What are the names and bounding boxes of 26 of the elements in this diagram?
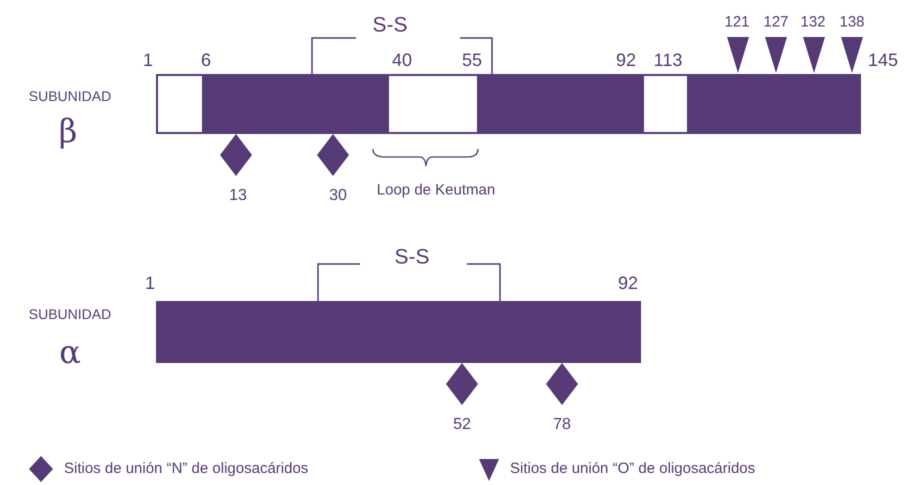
position-number: 30 (329, 188, 347, 204)
position-number: 40 (392, 51, 412, 69)
greek-letter: β (58, 115, 78, 147)
position-number: 138 (839, 14, 865, 30)
subunit-label: SUBUNIDAD (28, 89, 112, 103)
subunit-label: SUBUNIDAD (28, 307, 112, 321)
position-number: 121 (724, 14, 750, 30)
legend-text: Sitios de unión “O” de oligosacáridos (510, 458, 756, 479)
position-number: 92 (616, 51, 636, 69)
position-number: 78 (553, 417, 571, 433)
position-number: 113 (654, 51, 682, 69)
position-number: 6 (201, 51, 211, 69)
position-number: 1 (145, 274, 155, 292)
position-number: 13 (229, 188, 247, 204)
greek-letter: α (59, 336, 81, 368)
bond-label: S-S (372, 14, 408, 36)
position-number: 127 (763, 14, 789, 30)
legend-text: Sitios de unión “N” de oligosacáridos (64, 458, 308, 479)
position-number: 55 (462, 51, 482, 69)
bond-label: S-S (394, 246, 430, 268)
position-number: 145 (868, 51, 898, 69)
position-number: 132 (800, 14, 826, 30)
region-label: Loop de Keutman (376, 182, 496, 198)
position-number: 1 (143, 51, 153, 69)
position-number: 92 (618, 274, 638, 292)
position-number: 52 (453, 417, 471, 433)
